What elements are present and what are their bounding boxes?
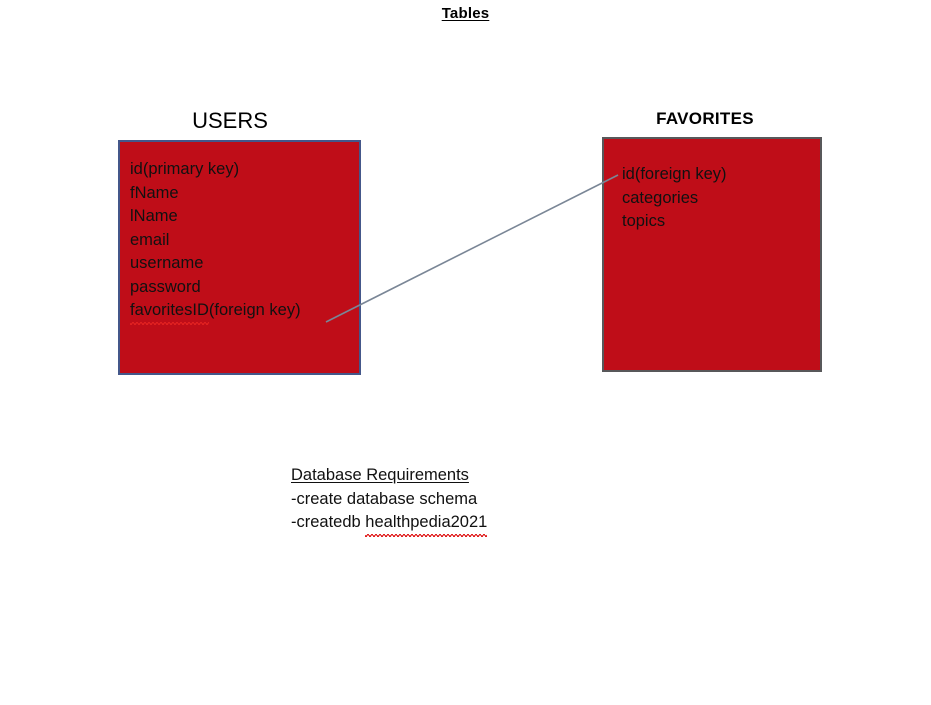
entity-box-users[interactable] [118, 140, 361, 375]
field-label: topics [622, 212, 666, 230]
field-label: id(primary key) [130, 160, 240, 178]
field-users-fname: fName [130, 182, 301, 206]
field-users-lname: lName [130, 205, 301, 229]
page-title: Tables [441, 5, 490, 22]
database-requirements-note: Database Requirements -create database s… [291, 464, 488, 536]
field-users-password: password [130, 276, 301, 300]
field-users-favoritesid: favoritesID(foreign key) [130, 299, 301, 324]
spellcheck-underlined-word: favoritesID [130, 299, 209, 324]
field-label: email [130, 230, 170, 249]
field-users-id: id(primary key) [130, 158, 301, 182]
field-users-email: email [130, 229, 301, 253]
field-list-favorites: id(foreign key) categories topics [622, 163, 727, 234]
field-label: fName [130, 183, 179, 202]
notes-heading-line: Database Requirements [291, 464, 487, 488]
notes-heading: Database Requirements [291, 466, 469, 484]
entity-box-favorites[interactable] [602, 137, 822, 372]
field-label: categories [622, 188, 699, 207]
notes-line-1: -create database schema [291, 489, 478, 508]
field-favorites-topics: topics [622, 210, 727, 234]
notes-line-2-prefix: -createdb [291, 513, 366, 531]
field-label: lName [130, 207, 178, 225]
notes-line-2: -createdb healthpedia2021 [291, 511, 488, 536]
field-label: password [130, 277, 201, 296]
field-label: id(foreign key) [622, 165, 727, 183]
field-favorites-id: id(foreign key) [622, 163, 727, 187]
field-list-users: id(primary key) fName lName email userna… [130, 158, 301, 324]
spellcheck-underlined-word: healthpedia2021 [365, 511, 488, 536]
field-favorites-categories: categories [622, 187, 727, 211]
field-label-suffix: (foreign key) [208, 301, 301, 319]
entity-title-favorites: FAVORITES [656, 109, 754, 128]
field-label: username [130, 254, 204, 272]
field-users-username: username [130, 252, 301, 276]
entity-title-users: USERS [192, 108, 268, 133]
